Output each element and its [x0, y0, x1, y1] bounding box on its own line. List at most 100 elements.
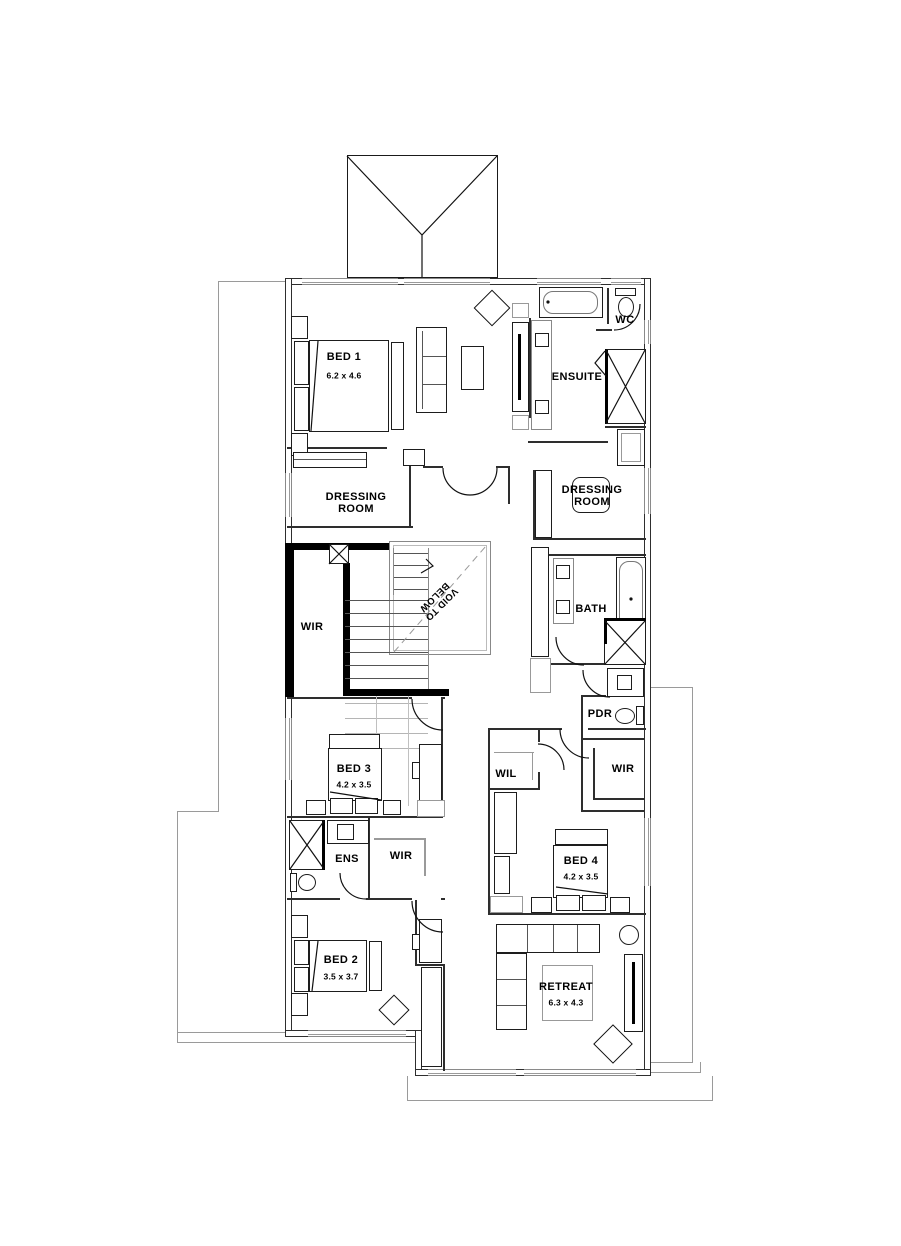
bathtub-inner	[543, 291, 598, 314]
double-door-arc	[469, 467, 498, 496]
bed-pillow	[294, 387, 309, 431]
bed	[309, 340, 389, 432]
wardrobe-cabinet	[494, 856, 510, 894]
stair-tread-below	[345, 703, 428, 704]
shelf	[490, 896, 523, 913]
side-table	[306, 800, 326, 815]
room-label-ensuite: ENSUITE	[551, 370, 603, 383]
room-label-bed1: BED 1	[326, 350, 362, 363]
sofa-cushion-line	[553, 925, 554, 952]
round-table	[619, 925, 639, 945]
window	[285, 473, 292, 517]
toilet-tank	[290, 873, 297, 892]
footprint-outline	[700, 1062, 701, 1073]
wardrobe-cabinet	[531, 547, 549, 657]
sectional-sofa	[496, 953, 527, 1030]
armchair	[473, 289, 511, 327]
room-dim-bed1: 6.2 x 4.6	[326, 370, 362, 381]
shower-wall	[604, 618, 646, 621]
bed-pillow	[294, 940, 309, 965]
sofa-cushion-line	[497, 979, 526, 980]
toilet-bowl	[615, 708, 635, 724]
stair-tread-below	[345, 748, 428, 749]
side-table	[291, 915, 308, 938]
room-label-pdr: PDR	[587, 707, 613, 720]
interior-wall	[581, 695, 606, 697]
interior-wall	[533, 470, 535, 538]
side-table	[610, 897, 630, 913]
stair-tread	[393, 577, 428, 578]
closet-line	[424, 840, 426, 876]
sofa-cushion-line	[423, 356, 446, 357]
interior-wall	[581, 738, 645, 740]
room-label-wil: WIL	[495, 767, 517, 780]
shower	[605, 349, 646, 424]
cabinet	[512, 303, 529, 318]
door-arc	[582, 669, 611, 698]
interior-wall	[596, 329, 612, 331]
shower-wall	[604, 618, 607, 644]
basin	[617, 675, 632, 690]
interior-wall	[287, 526, 413, 528]
footprint-outline	[407, 1076, 408, 1101]
coffee-table	[461, 346, 484, 390]
basin	[556, 600, 570, 614]
basin	[535, 333, 549, 347]
side-table	[291, 316, 308, 339]
interior-wall	[593, 798, 645, 800]
interior-wall	[528, 441, 608, 443]
interior-wall	[423, 466, 443, 468]
interior-wall	[287, 447, 387, 449]
interior-wall	[588, 728, 646, 730]
footprint-outline	[651, 687, 693, 688]
room-label-bed4: BED 4	[563, 854, 599, 867]
window	[428, 1069, 516, 1076]
bed-pillow	[294, 341, 309, 385]
stair-tread	[393, 553, 428, 554]
interior-wall	[581, 810, 645, 812]
room-label-wc: WC	[615, 313, 635, 326]
window	[524, 1069, 636, 1076]
bed-pillow	[582, 895, 606, 911]
roof-outline	[347, 155, 498, 278]
desk	[419, 919, 442, 963]
desk	[419, 744, 442, 801]
room-label-dressing-left: DRESSING ROOM	[325, 490, 387, 515]
window	[302, 278, 398, 285]
stair-tread	[393, 589, 428, 590]
bed-pillow	[355, 798, 378, 814]
closet-line	[374, 838, 426, 840]
stair-tread	[393, 565, 428, 566]
desk-chair	[412, 762, 420, 779]
shower	[289, 820, 325, 870]
wardrobe-cabinet	[535, 470, 552, 538]
side-table	[291, 993, 308, 1016]
toilet-tank	[636, 706, 644, 725]
rug-table	[542, 965, 593, 1021]
interior-wall	[593, 748, 595, 800]
room-label-wir-mid: WIR	[389, 849, 413, 862]
thick-wall	[285, 543, 294, 697]
toilet-tank	[615, 288, 636, 296]
side-table	[383, 800, 401, 815]
bed-foot-bench	[391, 342, 404, 430]
door-arc	[555, 636, 585, 666]
door-arc	[559, 728, 590, 759]
interior-wall	[415, 900, 417, 966]
shelf	[530, 658, 551, 693]
window	[404, 278, 490, 285]
interior-wall	[287, 697, 412, 699]
stair-tread	[345, 652, 428, 653]
tv-screen	[518, 334, 521, 400]
interior-wall	[488, 913, 646, 915]
bed-bench	[555, 829, 608, 845]
interior-wall	[441, 697, 445, 699]
window	[285, 718, 292, 780]
sofa	[416, 327, 447, 413]
interior-wall	[287, 898, 340, 900]
interior-wall	[540, 728, 562, 730]
footprint-outline	[177, 811, 219, 812]
ottoman	[572, 477, 610, 513]
footprint-outline	[712, 1076, 713, 1101]
bed	[309, 940, 367, 992]
